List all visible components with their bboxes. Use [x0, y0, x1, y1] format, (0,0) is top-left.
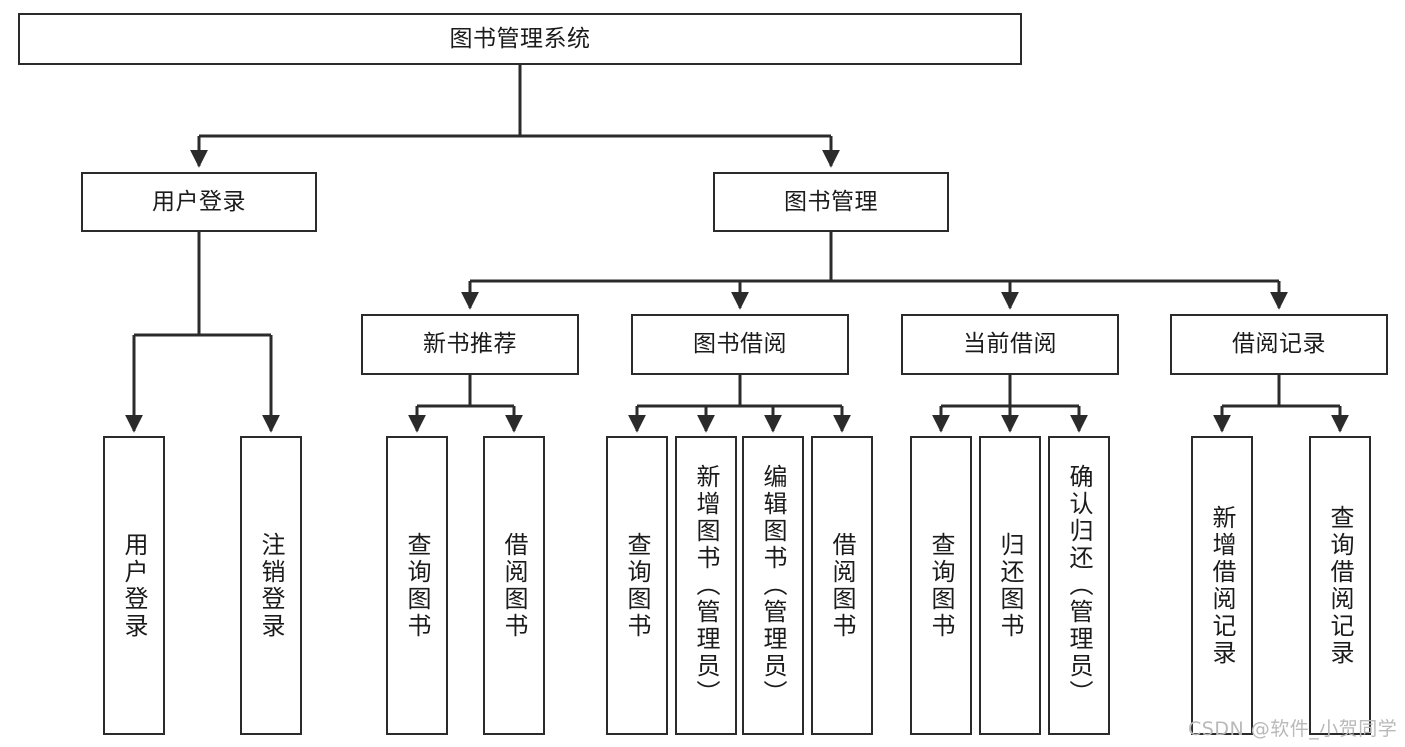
node-label: 用户登录: [120, 531, 148, 640]
node-label: 借阅记录: [1232, 331, 1326, 358]
node-label: 图书管理: [784, 188, 878, 215]
node-borrow-record[interactable]: 借阅记录: [1170, 314, 1388, 375]
leaf-borrow-book-recommend[interactable]: 借阅图书: [483, 436, 545, 735]
node-label: 查询图书: [403, 531, 431, 640]
node-user-login[interactable]: 用户登录: [81, 172, 317, 232]
node-label: 确认归还（管理员）: [1065, 464, 1093, 707]
node-label: 注销登录: [257, 531, 285, 640]
csdn-watermark: CSDN @软件_小贺同学: [1188, 718, 1398, 740]
leaf-user-login[interactable]: 用户登录: [103, 436, 165, 735]
leaf-add-book-admin[interactable]: 新增图书（管理员）: [675, 436, 737, 735]
node-label: 图书借阅: [693, 331, 787, 358]
leaf-confirm-return-admin[interactable]: 确认归还（管理员）: [1048, 436, 1110, 735]
node-label: 当前借阅: [963, 331, 1057, 358]
node-label: 新书推荐: [423, 331, 517, 358]
leaf-query-book-borrow[interactable]: 查询图书: [606, 436, 668, 735]
node-label: 归还图书: [996, 531, 1024, 640]
node-label: 图书管理系统: [449, 25, 591, 52]
leaf-add-borrow-record[interactable]: 新增借阅记录: [1191, 436, 1253, 735]
node-label: 查询图书: [927, 531, 955, 640]
leaf-query-book-recommend[interactable]: 查询图书: [386, 436, 448, 735]
node-label: 用户登录: [152, 188, 246, 215]
node-label: 借阅图书: [828, 531, 856, 640]
node-current-borrow[interactable]: 当前借阅: [901, 314, 1119, 375]
node-label: 编辑图书（管理员）: [759, 464, 787, 707]
leaf-return-book[interactable]: 归还图书: [979, 436, 1041, 735]
leaf-logout-login[interactable]: 注销登录: [240, 436, 302, 735]
node-new-book-recommend[interactable]: 新书推荐: [361, 314, 579, 375]
leaf-query-borrow-record[interactable]: 查询借阅记录: [1309, 436, 1371, 735]
node-label: 借阅图书: [500, 531, 528, 640]
node-label: 查询借阅记录: [1326, 504, 1354, 667]
leaf-edit-book-admin[interactable]: 编辑图书（管理员）: [742, 436, 804, 735]
node-label: 新增借阅记录: [1208, 504, 1236, 667]
node-label: 查询图书: [623, 531, 651, 640]
node-book-borrow[interactable]: 图书借阅: [631, 314, 849, 375]
leaf-query-book-current[interactable]: 查询图书: [910, 436, 972, 735]
node-label: 新增图书（管理员）: [692, 464, 720, 707]
node-root-book-management-system[interactable]: 图书管理系统: [18, 13, 1022, 65]
node-book-management[interactable]: 图书管理: [713, 172, 949, 232]
leaf-borrow-book[interactable]: 借阅图书: [811, 436, 873, 735]
